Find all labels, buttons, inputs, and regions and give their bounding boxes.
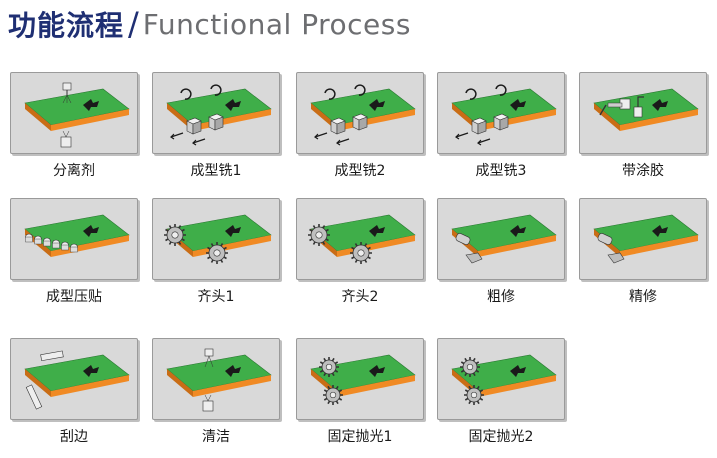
step-label: 分离剂: [53, 163, 95, 179]
scraper-icon: [24, 350, 130, 410]
milling-icon: [451, 84, 557, 146]
step-illustration: [152, 72, 280, 154]
step-label: 成型铣2: [334, 163, 386, 179]
step-label: 齐头1: [197, 289, 235, 305]
glue-icon: [593, 88, 699, 131]
step-label: 带涂胶: [622, 163, 664, 179]
title-separator: /: [128, 5, 139, 43]
step-illustration: [10, 198, 138, 280]
step-label: 精修: [629, 289, 657, 305]
page-title: 功能流程: [8, 9, 125, 42]
step-label: 成型铣3: [475, 163, 527, 179]
page-subtitle: Functional Process: [142, 7, 411, 41]
step-illustration: [10, 72, 138, 154]
saw-icon: [164, 214, 272, 264]
saw-icon: [308, 214, 416, 264]
step-label: 成型铣1: [190, 163, 242, 179]
step-illustration: [10, 338, 138, 420]
step-label: 齐头2: [341, 289, 379, 305]
step-illustration: [296, 72, 424, 154]
step-label: 固定抛光2: [468, 429, 534, 445]
step-illustration: [579, 198, 707, 280]
polish-icon: [451, 354, 557, 405]
step-illustration: [437, 338, 565, 420]
cleaning-icon: [166, 348, 272, 412]
step-illustration: [579, 72, 707, 154]
page-header: 功能流程 / Functional Process: [8, 4, 411, 44]
milling-icon: [166, 84, 272, 146]
step-label: 成型压贴: [46, 289, 102, 305]
step-illustration: [437, 198, 565, 280]
polish-icon: [310, 354, 416, 405]
step-label: 固定抛光1: [327, 429, 393, 445]
step-label: 清洁: [202, 429, 230, 445]
step-illustration: [437, 72, 565, 154]
step-illustration: [152, 338, 280, 420]
spray-icon: [24, 82, 130, 148]
step-label: 粗修: [487, 289, 515, 305]
trim-icon: [451, 214, 557, 264]
milling-icon: [310, 84, 416, 146]
step-label: 刮边: [60, 429, 88, 445]
step-illustration: [296, 338, 424, 420]
step-illustration: [152, 198, 280, 280]
trim-icon: [593, 214, 699, 264]
step-illustration: [296, 198, 424, 280]
rollers-icon: [24, 214, 130, 257]
